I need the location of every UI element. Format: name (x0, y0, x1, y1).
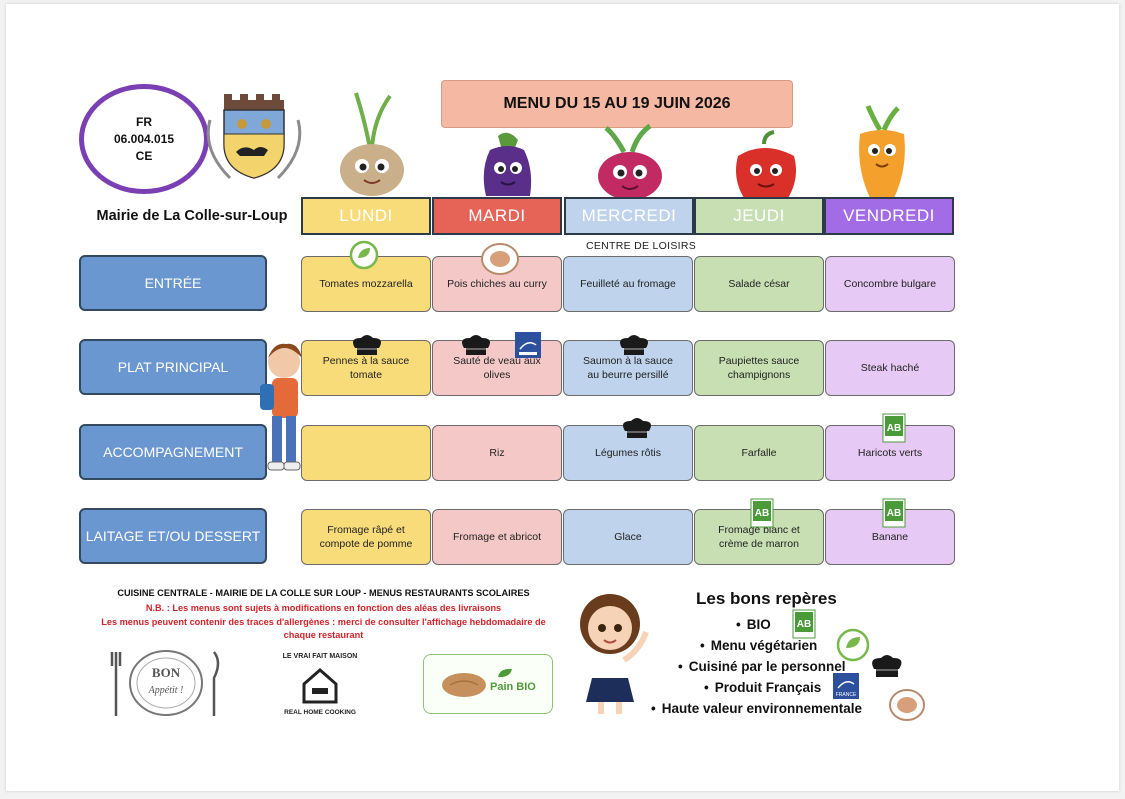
footer-title: CUISINE CENTRALE - MAIRIE DE LA COLLE SU… (117, 588, 530, 598)
svg-text:REAL HOME COOKING: REAL HOME COOKING (284, 709, 356, 716)
bullet-icon: • (678, 659, 683, 674)
centre-subtitle: CENTRE DE LOISIRS (585, 240, 697, 252)
row-label-accompagnement: ACCOMPAGNEMENT (79, 424, 267, 480)
legend-produit-francais: • Produit Français (704, 680, 821, 695)
town-hall-name: Mairie de La Colle-sur-Loup (96, 208, 288, 224)
cell-plat-mardi: Sauté de veau aux olives (432, 340, 562, 396)
badge-line-3: CE (135, 148, 153, 163)
badge-line-1: FR (136, 114, 152, 129)
svg-text:AB: AB (887, 508, 901, 519)
legend-vegetarien-label: Menu végétarien (710, 638, 818, 653)
day-header-lundi: LUNDI (301, 197, 431, 235)
bullet-icon: • (704, 680, 709, 695)
carrot-mascot-icon (859, 105, 905, 198)
legend-hve-label: Haute valeur environnementale (661, 701, 863, 716)
legend-vegetarien: • Menu végétarien (700, 638, 817, 653)
cell-accomp-mercredi: Légumes rôtis (563, 425, 693, 481)
svg-text:Appétit !: Appétit ! (148, 685, 184, 696)
beet-mascot-icon (598, 123, 662, 200)
legend-francais-label: Produit Français (714, 680, 822, 695)
day-header-jeudi: JEUDI (694, 197, 824, 235)
bon-appetit-logo-icon: BON Appétit ! (110, 650, 220, 716)
pepper-mascot-icon (736, 130, 796, 198)
legend-cuisine-label: Cuisiné par le personnel (688, 659, 846, 674)
legend-bio-label: BIO (746, 617, 771, 632)
chef-hat-icon (872, 655, 902, 677)
cell-entree-mercredi: Feuilleté au fromage (563, 256, 693, 312)
onion-mascot-icon (340, 92, 404, 196)
cell-dessert-lundi: Fromage râpé et compote de pomme (301, 509, 431, 565)
bullet-icon: • (736, 617, 741, 632)
svg-text:AB: AB (887, 423, 901, 434)
pain-bio-label: Pain BIO (490, 681, 536, 693)
cell-accomp-lundi (301, 425, 431, 481)
cell-entree-jeudi: Salade césar (694, 256, 824, 312)
chef-hat-icon (620, 335, 648, 355)
cell-plat-vendredi: Steak haché (825, 340, 955, 396)
bio-ab-icon: AB (882, 413, 906, 448)
row-label-entree: ENTRÉE (79, 255, 267, 311)
bio-ab-icon: AB (882, 498, 906, 533)
cell-plat-jeudi: Paupiettes sauce champignons (694, 340, 824, 396)
france-product-icon (515, 332, 541, 358)
cell-entree-vendredi: Concombre bulgare (825, 256, 955, 312)
hve-environment-icon (481, 243, 519, 275)
bread-icon (442, 673, 486, 697)
chef-hat-icon (353, 335, 381, 355)
bio-ab-icon: AB (792, 609, 816, 644)
legend-bio: • BIO (736, 617, 771, 632)
svg-text:AB: AB (755, 508, 769, 519)
cell-dessert-mercredi: Glace (563, 509, 693, 565)
legend-cuisine-personnel: • Cuisiné par le personnel (678, 659, 846, 674)
cell-plat-mercredi: Saumon à la sauce au beurre persillé (563, 340, 693, 396)
legend-title: Les bons repères (696, 589, 837, 608)
svg-text:LE VRAI FAIT MAISON: LE VRAI FAIT MAISON (283, 653, 358, 660)
svg-text:FRANCE: FRANCE (836, 692, 857, 698)
france-product-icon: FRANCE (832, 672, 860, 705)
chef-hat-icon (462, 335, 490, 355)
menu-title: MENU DU 15 AU 19 JUIN 2026 (441, 80, 793, 128)
vegetarian-leaf-icon (836, 628, 870, 662)
cell-accomp-jeudi: Farfalle (694, 425, 824, 481)
bullet-icon: • (700, 638, 705, 653)
badge-line-2: 06.004.015 (113, 131, 175, 146)
row-label-laitage-dessert: LAITAGE ET/OU DESSERT (79, 508, 267, 564)
vegetarian-leaf-icon (349, 240, 379, 270)
cell-accomp-mardi: Riz (432, 425, 562, 481)
coat-of-arms-icon (206, 94, 302, 180)
day-header-mardi: MARDI (432, 197, 562, 235)
row-label-plat-principal: PLAT PRINCIPAL (79, 339, 267, 395)
hve-environment-icon (889, 689, 925, 721)
cell-dessert-mardi: Fromage et abricot (432, 509, 562, 565)
eggplant-mascot-icon (483, 132, 532, 196)
leaf-icon (498, 668, 512, 678)
menu-sheet: FR 06.004.015 CE Mairie de La Colle-sur-… (6, 4, 1119, 791)
bullet-icon: • (651, 701, 656, 716)
girl-illustration-icon (580, 594, 649, 714)
fait-maison-logo-icon: LE VRAI FAIT MAISON REAL HOME COOKING (283, 653, 358, 716)
footer-nb: N.B. : Les menus sont sujets à modificat… (145, 603, 502, 613)
boy-illustration-icon (260, 343, 302, 471)
footer-allergens: Les menus peuvent contenir des traces d'… (101, 617, 546, 640)
pain-bio-logo: Pain BIO (423, 654, 553, 714)
day-header-mercredi: MERCREDI (564, 197, 694, 235)
day-header-vendredi: VENDREDI (824, 197, 954, 235)
cell-plat-lundi: Pennes à la sauce tomate (301, 340, 431, 396)
svg-text:AB: AB (797, 619, 811, 630)
bio-ab-icon: AB (750, 498, 774, 533)
sanitary-approval-badge: FR 06.004.015 CE (79, 84, 209, 194)
svg-text:BON: BON (152, 665, 181, 680)
legend-hve: • Haute valeur environnementale (651, 701, 862, 716)
chef-hat-icon (623, 418, 651, 438)
